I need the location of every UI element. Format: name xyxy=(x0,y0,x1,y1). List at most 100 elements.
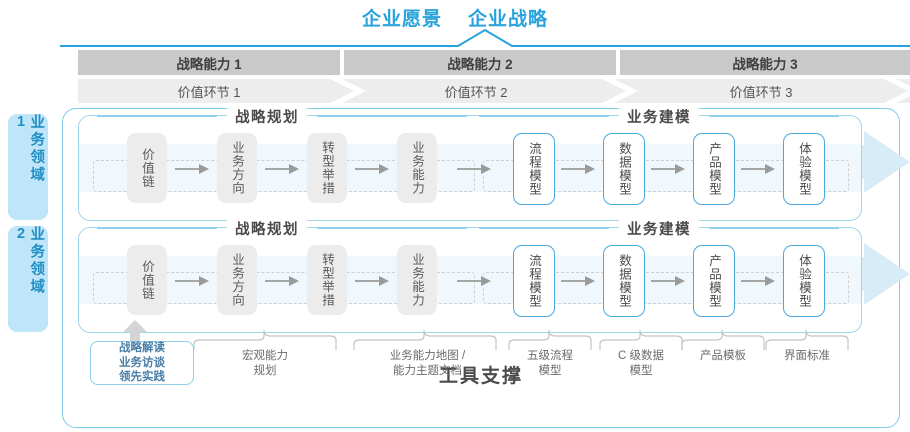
brace-connector-product-template xyxy=(681,330,765,350)
arrow-icon xyxy=(355,276,389,286)
node-process-model[interactable]: 流程模型 xyxy=(513,245,555,317)
value-link-row: 价值环节 1 价值环节 2 价值环节 3 xyxy=(78,79,910,103)
domain-label-1: 业务领域 1 xyxy=(8,114,48,220)
section-rule-right xyxy=(317,115,467,117)
upward-arrow-icon xyxy=(123,320,147,344)
capability-cell-3: 战略能力 3 xyxy=(620,50,910,75)
arrow-icon xyxy=(741,164,775,174)
annotation-strategy-inputs: 战略解读 业务访谈 领先实践 xyxy=(90,341,194,385)
arrow-icon xyxy=(355,164,389,174)
section-rule-left xyxy=(97,115,217,117)
domain-label-2-text: 业务领域 2 xyxy=(13,226,45,296)
arrow-icon xyxy=(457,276,491,286)
node-label: 业务能力 xyxy=(410,253,424,307)
node-label: 业务方向 xyxy=(230,141,244,195)
annotation-capability-map: 业务能力地图 / 能力主题文档 xyxy=(389,350,466,378)
section-rule-right xyxy=(709,115,839,117)
annotation-ui-standard: 界面标准 xyxy=(784,350,830,362)
arrow-icon xyxy=(457,164,491,174)
node-label: 价值链 xyxy=(140,259,154,301)
section-title-text: 业务建模 xyxy=(619,217,699,239)
brace-connector-capability-map xyxy=(353,330,497,350)
node-label: 数据模型 xyxy=(617,142,631,196)
value-link-label-1: 价值环节 1 xyxy=(177,84,241,100)
node-value-chain[interactable]: 价值链 xyxy=(127,245,167,315)
title-enterprise-strategy: 企业战略 xyxy=(468,9,549,30)
value-link-chevron-shape xyxy=(78,79,910,103)
node-transformation-measures[interactable]: 转型举措 xyxy=(307,133,347,203)
tool-support-label: 工具支撑 xyxy=(438,366,523,387)
arrow-icon xyxy=(651,276,685,286)
arrow-icon xyxy=(651,164,685,174)
top-titles: 企业愿景 企业战略 xyxy=(0,4,910,31)
domain-row-2: 战略规划 业务建模 价值链 业务方向 转型举措 业务 xyxy=(78,217,862,333)
annotation-product-template: 产品模板 xyxy=(700,350,746,362)
row-2-modeling-track xyxy=(483,272,849,304)
row-1-section-title-planning: 战略规划 xyxy=(97,105,467,127)
value-link-label-2: 价值环节 2 xyxy=(444,84,508,100)
row-2-planning-track xyxy=(93,272,475,304)
node-label: 转型举措 xyxy=(320,253,334,307)
capability-cell-2: 战略能力 2 xyxy=(344,50,616,75)
node-label: 业务方向 xyxy=(230,253,244,307)
arrow-icon xyxy=(265,276,299,286)
annotation-five-level-process: 五级流程 模型 xyxy=(527,350,573,378)
row-1-modeling-track xyxy=(483,160,849,192)
node-data-model[interactable]: 数据模型 xyxy=(603,133,645,205)
node-label: 价值链 xyxy=(140,147,154,189)
capability-cell-1: 战略能力 1 xyxy=(78,50,340,75)
node-value-chain[interactable]: 价值链 xyxy=(127,133,167,203)
node-label: 流程模型 xyxy=(527,142,541,196)
node-label: 业务能力 xyxy=(410,141,424,195)
arrow-icon xyxy=(561,276,595,286)
section-title-text: 业务建模 xyxy=(619,105,699,127)
node-transformation-measures[interactable]: 转型举措 xyxy=(307,245,347,315)
annotation-macro-capability: 宏观能力 规划 xyxy=(242,350,288,378)
section-rule-right xyxy=(709,227,839,229)
node-label: 体验模型 xyxy=(797,254,811,308)
node-experience-model[interactable]: 体验模型 xyxy=(783,133,825,205)
node-label: 数据模型 xyxy=(617,254,631,308)
brace-connector-five-level-process xyxy=(508,330,592,350)
section-rule-left xyxy=(479,227,609,229)
row-1-planning-track xyxy=(93,160,475,192)
brace-connector-macro-capability xyxy=(193,330,337,350)
annotation-c-level-data: C 级数据 模型 xyxy=(618,350,664,378)
node-business-direction[interactable]: 业务方向 xyxy=(217,245,257,315)
arrow-icon xyxy=(561,164,595,174)
brace-connector-c-level-data xyxy=(599,330,683,350)
row-1-section-title-modeling: 业务建模 xyxy=(479,105,847,127)
node-label: 产品模型 xyxy=(707,142,721,196)
domain-label-2: 业务领域 2 xyxy=(8,226,48,332)
domain-row-1: 战略规划 业务建模 价值链 业务方向 转型举措 xyxy=(78,105,862,221)
node-label: 产品模型 xyxy=(707,254,721,308)
row-2-section-title-modeling: 业务建模 xyxy=(479,217,847,239)
node-product-model[interactable]: 产品模型 xyxy=(693,133,735,205)
title-enterprise-vision: 企业愿景 xyxy=(361,9,442,30)
row-2-section-title-planning: 战略规划 xyxy=(97,217,467,239)
node-product-model[interactable]: 产品模型 xyxy=(693,245,735,317)
section-rule-left xyxy=(97,227,217,229)
capability-header-row: 战略能力 1 战略能力 2 战略能力 3 xyxy=(78,50,910,75)
node-business-capability[interactable]: 业务能力 xyxy=(397,245,437,315)
node-business-capability[interactable]: 业务能力 xyxy=(397,133,437,203)
section-title-text: 战略规划 xyxy=(227,217,307,239)
domain-label-1-text: 业务领域 1 xyxy=(13,114,45,184)
node-label: 体验模型 xyxy=(797,142,811,196)
arrow-icon xyxy=(175,276,209,286)
node-process-model[interactable]: 流程模型 xyxy=(513,133,555,205)
value-link-label-3: 价值环节 3 xyxy=(729,84,793,100)
node-experience-model[interactable]: 体验模型 xyxy=(783,245,825,317)
vision-strategy-connector xyxy=(60,28,910,47)
node-business-direction[interactable]: 业务方向 xyxy=(217,133,257,203)
node-data-model[interactable]: 数据模型 xyxy=(603,245,645,317)
section-title-text: 战略规划 xyxy=(227,105,307,127)
node-label: 转型举措 xyxy=(320,141,334,195)
node-label: 流程模型 xyxy=(527,254,541,308)
brace-connector-ui-standard xyxy=(765,330,849,350)
arrow-icon xyxy=(741,276,775,286)
arrow-icon xyxy=(265,164,299,174)
section-rule-right xyxy=(317,227,467,229)
section-rule-left xyxy=(479,115,609,117)
